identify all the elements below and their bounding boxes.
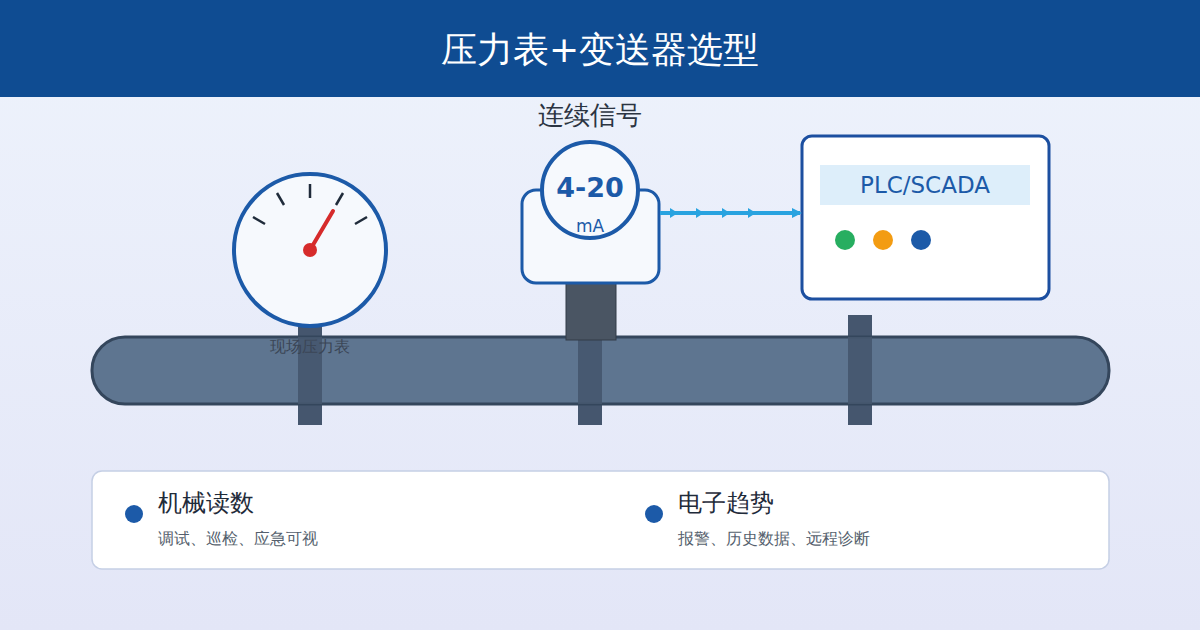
title-bar xyxy=(0,0,1200,97)
post-crossing xyxy=(578,337,602,404)
status-led xyxy=(873,230,893,250)
bullet-dot xyxy=(125,505,143,523)
gauge-hub xyxy=(303,243,317,257)
status-led xyxy=(911,230,931,250)
info-panel xyxy=(92,471,1109,569)
bullet-dot xyxy=(645,505,663,523)
support-post xyxy=(848,315,872,425)
feature-detail: 报警、历史数据、远程诊断 xyxy=(678,529,870,548)
feature-heading: 电子趋势 xyxy=(678,489,774,518)
signal-unit: mA xyxy=(576,216,604,236)
transmitter-stem xyxy=(566,283,616,340)
post-crossing xyxy=(848,337,872,404)
title-text: 压力表+变送器选型 xyxy=(0,26,1200,75)
node-box: 连续信号 4-20 mA xyxy=(522,95,659,283)
node-box: 现场压力表 xyxy=(232,172,388,362)
plc-cabinet xyxy=(802,136,1049,299)
feature-heading: 机械读数 xyxy=(158,489,254,518)
system-label: PLC/SCADA xyxy=(860,172,990,200)
feature-detail: 调试、巡检、应急可视 xyxy=(158,529,318,548)
node-box: PLC/SCADA xyxy=(802,136,1049,299)
gauge-ticks xyxy=(253,184,367,224)
signal-heading: 连续信号 xyxy=(538,100,642,131)
gauge-dial xyxy=(234,174,386,326)
node-box: 电子趋势报警、历史数据、远程诊断 xyxy=(670,485,1100,557)
plc-screen xyxy=(820,165,1030,205)
node-box: 机械读数调试、巡检、应急可视 xyxy=(150,485,590,557)
pipe xyxy=(92,337,1109,404)
transmitter-head xyxy=(542,142,638,238)
status-led xyxy=(835,230,855,250)
signal-range: 4-20 xyxy=(556,172,624,204)
signal-line xyxy=(660,211,800,215)
gauge-label: 现场压力表 xyxy=(270,337,350,356)
